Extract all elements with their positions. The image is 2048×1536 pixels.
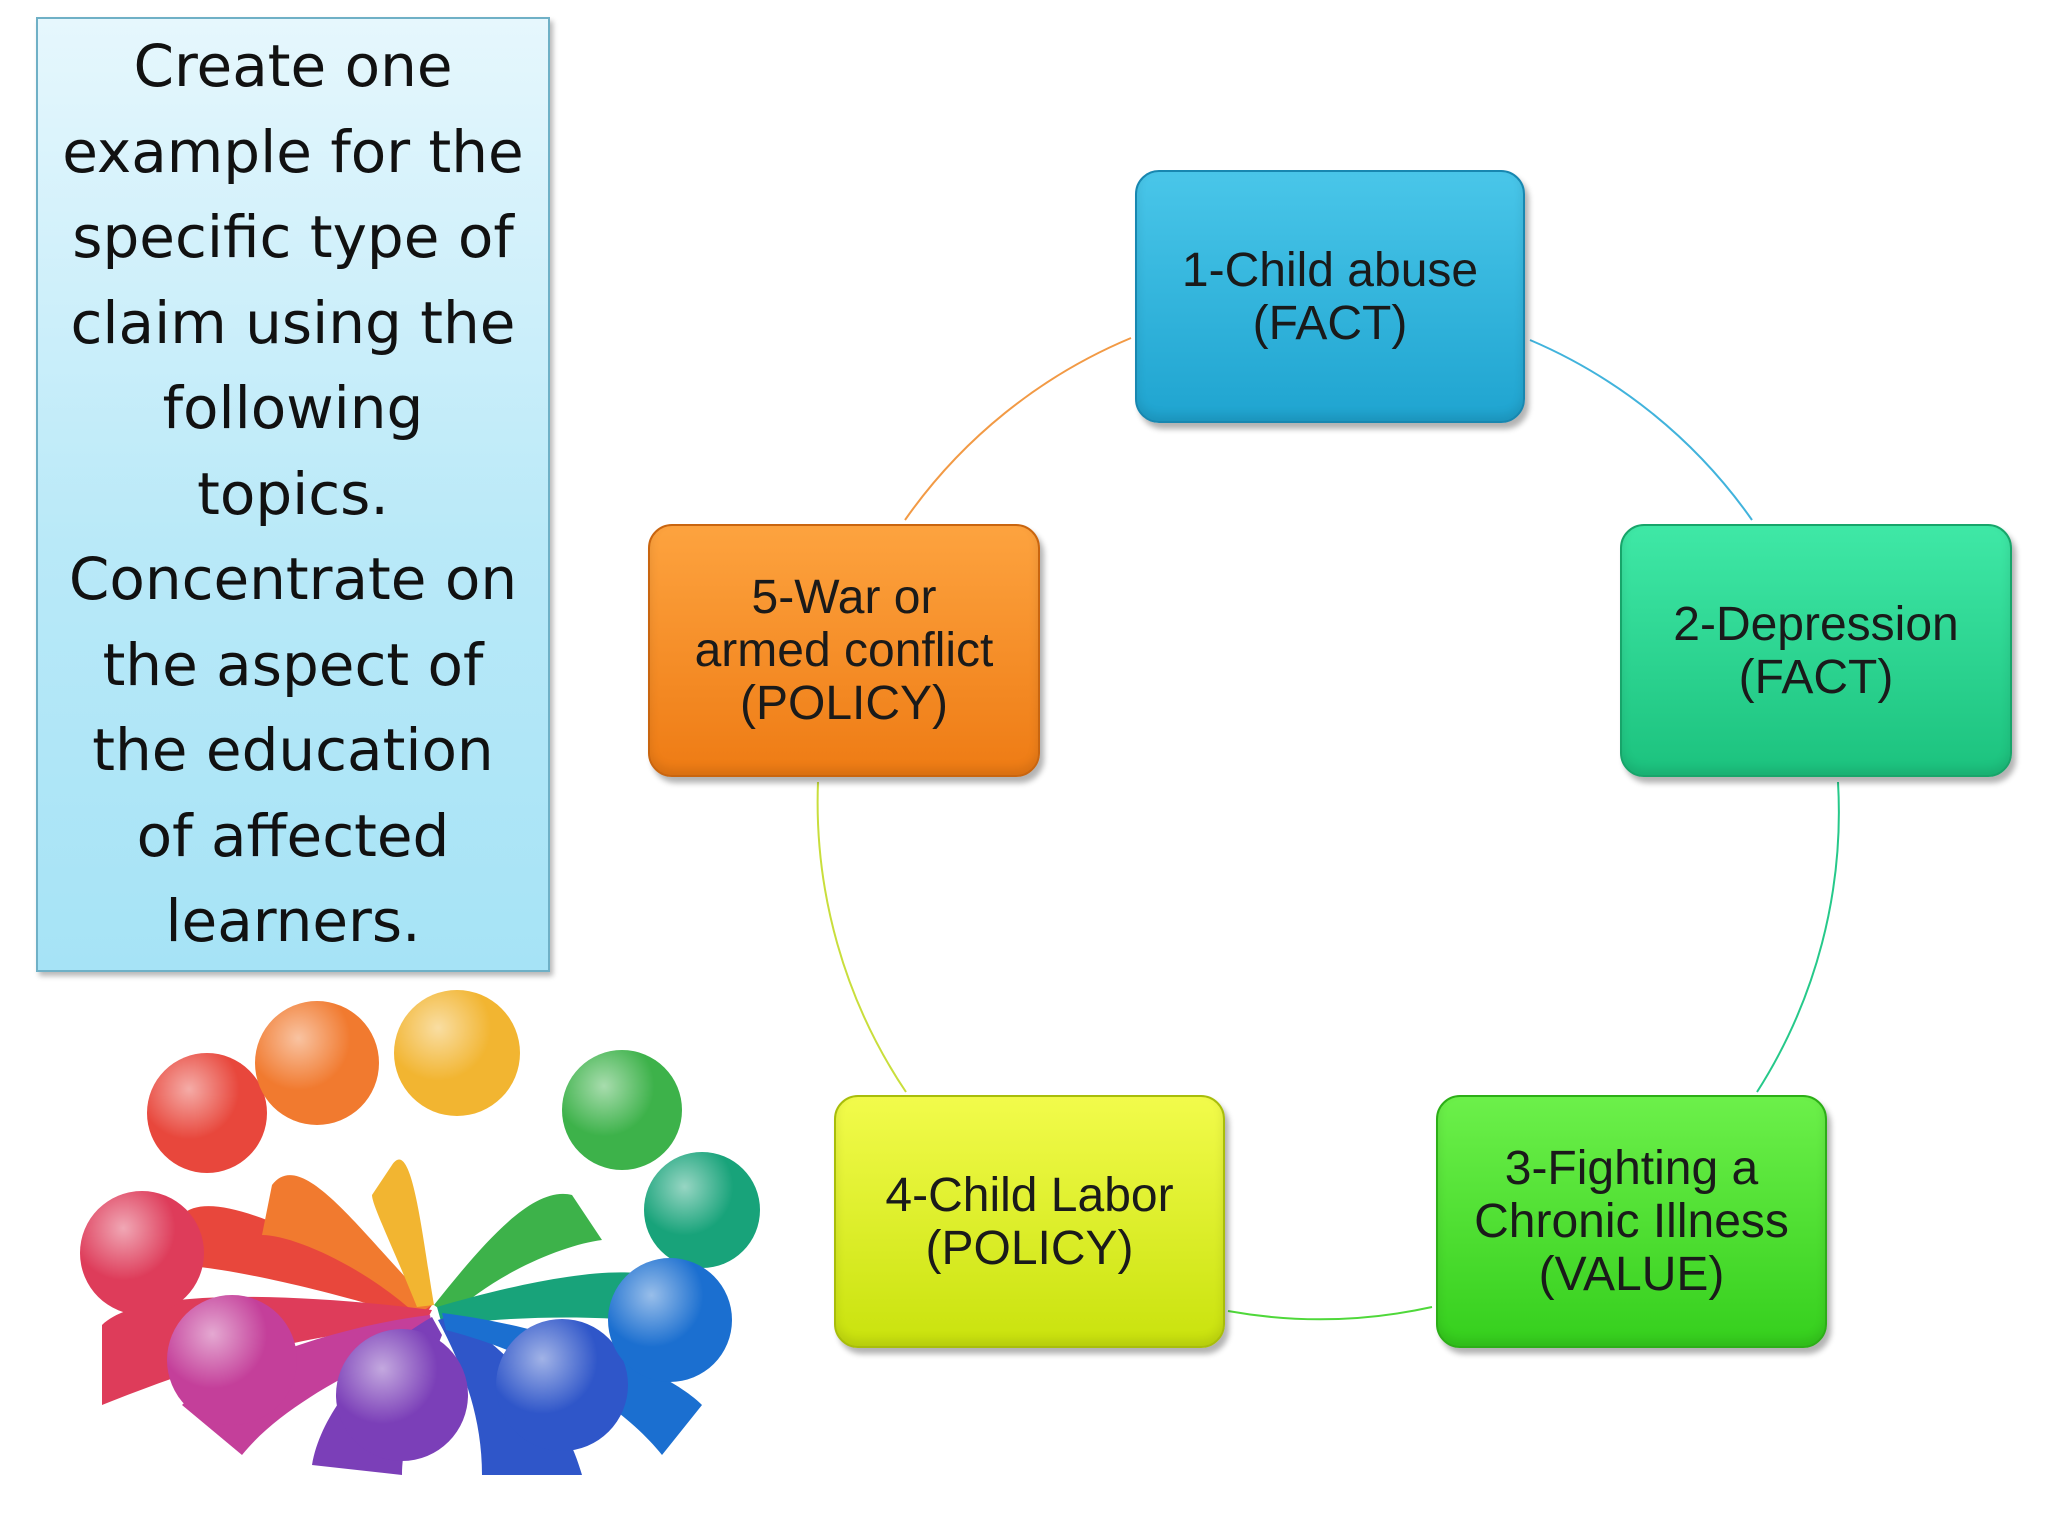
cycle-node-child-abuse: 1-Child abuse (FACT) [1135,170,1525,423]
node-label: (POLICY) [739,677,949,730]
instruction-line: topics. [197,459,389,528]
cycle-node-child-labor: 4-Child Labor (POLICY) [834,1095,1225,1348]
node-label: (POLICY) [925,1221,1134,1275]
node-label: 3-Fighting a [1504,1142,1759,1195]
instruction-line: Concentrate on [68,545,518,614]
connector-3-4 [1227,1306,1433,1321]
instruction-line: of affected [136,801,450,870]
connector-4-5 [816,781,907,1093]
connector-2-3 [1756,781,1840,1093]
instruction-line: the education [92,716,494,785]
node-label: (VALUE) [1538,1248,1725,1301]
connector-1-2 [1529,339,1753,521]
instruction-line: claim using the [70,288,516,357]
node-label: (FACT) [1738,650,1894,704]
node-label: 4-Child Labor [885,1168,1174,1222]
node-label: 1-Child abuse [1181,243,1479,297]
node-label: armed conflict [694,624,994,677]
people-circle-teamwork-icon [80,990,760,1475]
cycle-node-chronic-illness: 3-Fighting a Chronic Illness (VALUE) [1436,1095,1827,1348]
instruction-line: example for the [62,117,524,186]
instruction-box: Create one example for the specific type… [36,17,550,972]
cycle-node-depression: 2-Depression (FACT) [1620,524,2012,777]
instruction-line: the aspect of [102,630,484,699]
node-label: 5-War or [751,571,937,624]
cycle-node-war-armed-conflict: 5-War or armed conflict (POLICY) [648,524,1040,777]
node-label: 2-Depression [1673,597,1959,651]
instruction-line: following [162,374,424,443]
instruction-line: learners. [165,887,421,956]
node-label: Chronic Illness [1474,1195,1789,1248]
connector-5-1 [904,337,1132,521]
instruction-line: Create one [133,32,453,101]
node-label: (FACT) [1252,296,1408,350]
instruction-line: specific type of [72,203,514,272]
